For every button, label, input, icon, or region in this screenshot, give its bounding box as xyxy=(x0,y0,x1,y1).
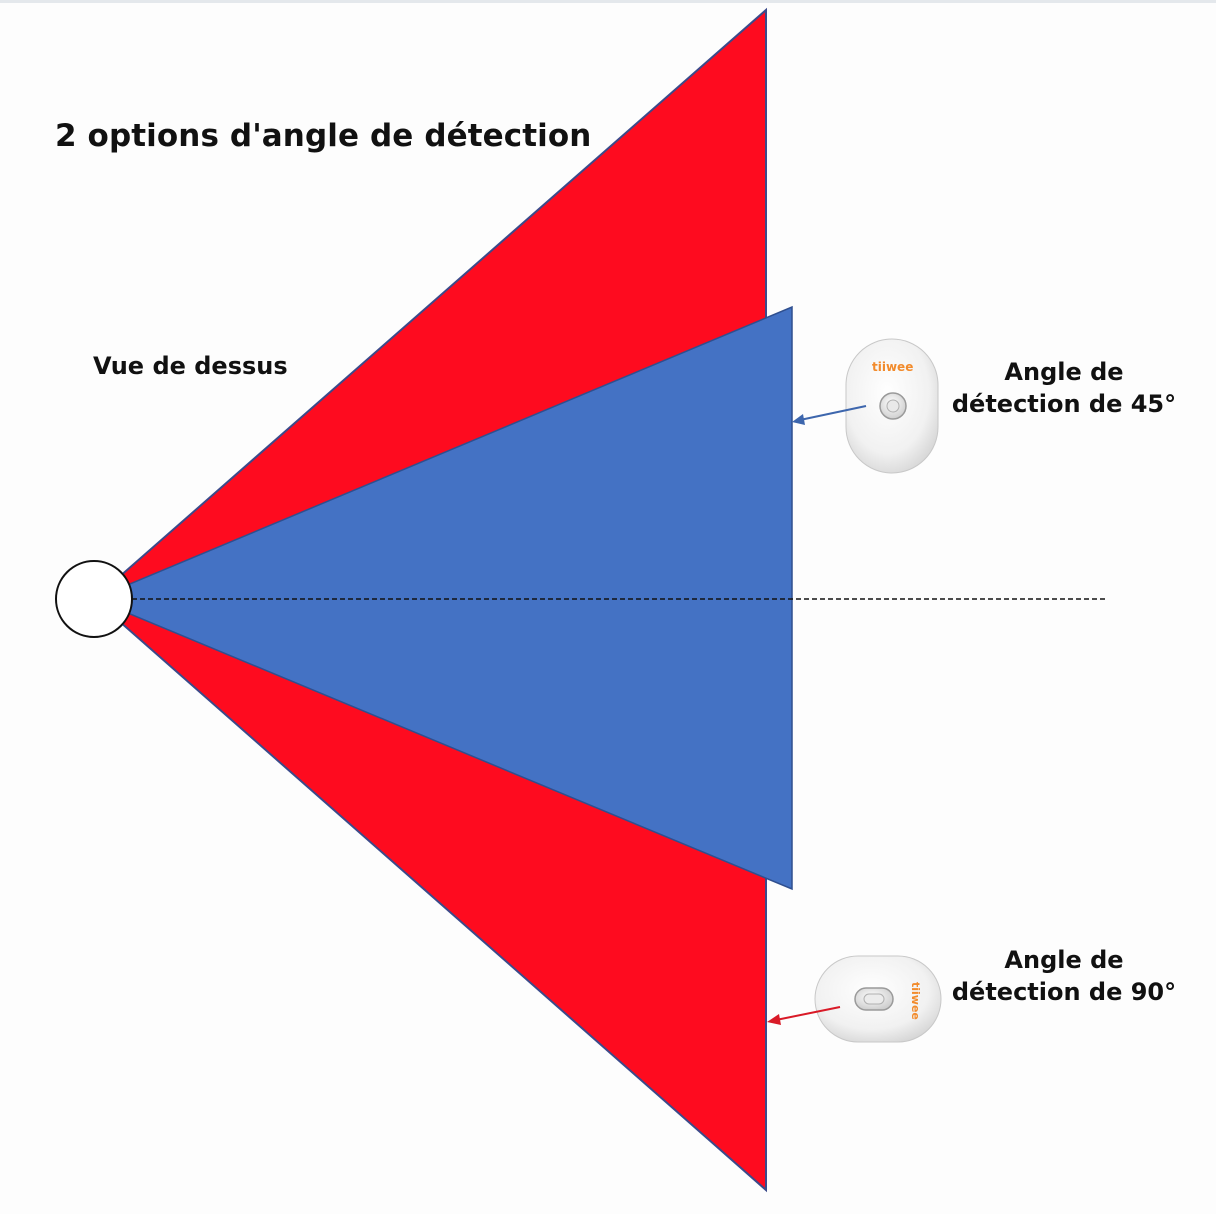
angle-label-90-line1: Angle de xyxy=(1004,946,1124,974)
arrow-90 xyxy=(767,1006,841,1025)
view-label: Vue de dessus xyxy=(93,352,288,380)
angle-label-90-line2: détection de 90° xyxy=(951,978,1177,1006)
angle-label-45-line1: Angle de xyxy=(1004,358,1124,386)
diagram-title: 2 options d'angle de détection xyxy=(55,118,592,154)
angle-label-45-line2: détection de 45° xyxy=(951,390,1177,418)
sensor-brand-logo: tiiwee xyxy=(872,360,913,374)
sensor-position-circle xyxy=(55,560,133,638)
angle-label-90: Angle de détection de 90° xyxy=(944,944,1184,1008)
detection-zone-45 xyxy=(92,305,793,891)
arrow-45 xyxy=(792,405,867,425)
angle-label-45: Angle de détection de 45° xyxy=(944,356,1184,420)
sensor-device-45: tiiwee xyxy=(845,338,939,474)
top-border xyxy=(0,0,1216,3)
sensor-brand-logo: tiiwee xyxy=(909,982,922,1020)
sensor-device-90: tiiwee xyxy=(814,955,942,1043)
